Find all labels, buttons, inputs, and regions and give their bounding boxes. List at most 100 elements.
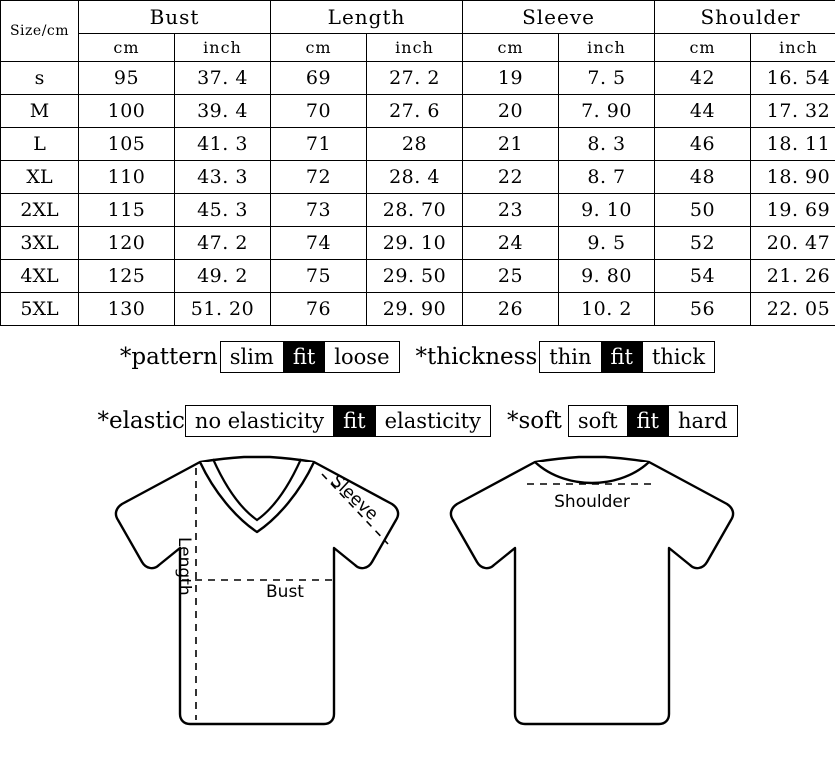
cell-shoulder-inch: 21. 26 [750, 259, 835, 293]
size-label: M [0, 94, 79, 128]
cell-bust-inch: 47. 2 [173, 226, 272, 260]
cell-sleeve-inch: 9. 10 [558, 193, 656, 227]
group-header-sleeve: Sleeve [462, 0, 656, 34]
cell-bust-inch: 43. 3 [173, 160, 272, 194]
option-soft-hard[interactable]: hard [669, 406, 737, 436]
size-label: XL [0, 160, 79, 194]
size-label: L [0, 127, 79, 161]
attribute-label-thickness: *thickness [415, 344, 538, 370]
cell-shoulder-cm: 42 [654, 61, 752, 95]
cell-sleeve-cm: 23 [462, 193, 560, 227]
cell-shoulder-inch: 17. 32 [750, 94, 835, 128]
size-chart-table: Size/cm Bust Length Sleeve Shoulder cm i… [0, 0, 835, 326]
label-length: Length [174, 537, 194, 596]
option-thickness-thick[interactable]: thick [642, 342, 715, 372]
cell-shoulder-inch: 22. 05 [750, 292, 835, 326]
option-pattern-slim[interactable]: slim [220, 342, 284, 372]
cell-length-cm: 74 [270, 226, 368, 260]
unit-header-shoulder-cm: cm [654, 33, 752, 62]
option-elastic-fit[interactable]: fit [334, 406, 376, 436]
cell-bust-cm: 105 [78, 127, 175, 161]
cell-sleeve-cm: 19 [462, 61, 560, 95]
cell-length-inch: 29. 90 [366, 292, 464, 326]
cell-shoulder-inch: 18. 90 [750, 160, 835, 194]
cell-bust-cm: 110 [78, 160, 175, 194]
cell-bust-inch: 51. 20 [173, 292, 272, 326]
size-label: 4XL [0, 259, 79, 293]
cell-shoulder-inch: 16. 54 [750, 61, 835, 95]
cell-length-inch: 28. 70 [366, 193, 464, 227]
cell-shoulder-cm: 46 [654, 127, 752, 161]
cell-shoulder-cm: 54 [654, 259, 752, 293]
cell-length-inch: 29. 50 [366, 259, 464, 293]
unit-header-sleeve-inch: inch [558, 33, 656, 62]
attribute-label-soft: *soft [507, 408, 562, 434]
cell-length-cm: 71 [270, 127, 368, 161]
size-label: 3XL [0, 226, 79, 260]
cell-bust-inch: 49. 2 [173, 259, 272, 293]
cell-bust-inch: 39. 4 [173, 94, 272, 128]
sleeve-measure-line [321, 473, 389, 545]
cell-shoulder-inch: 18. 11 [750, 127, 835, 161]
cell-sleeve-inch: 8. 3 [558, 127, 656, 161]
cell-shoulder-cm: 50 [654, 193, 752, 227]
group-header-shoulder: Shoulder [654, 0, 835, 34]
option-elastic-elasticity[interactable]: elasticity [375, 406, 490, 436]
label-shoulder: Shoulder [554, 492, 630, 512]
table-row: M 100 39. 4 70 27. 6 20 7. 90 44 17. 32 [0, 94, 835, 128]
cell-shoulder-cm: 48 [654, 160, 752, 194]
cell-length-inch: 28 [366, 127, 464, 161]
option-elastic-no-elasticity[interactable]: no elasticity [185, 406, 335, 436]
cell-sleeve-cm: 24 [462, 226, 560, 260]
cell-sleeve-cm: 21 [462, 127, 560, 161]
cell-length-cm: 73 [270, 193, 368, 227]
option-thickness-fit[interactable]: fit [601, 342, 643, 372]
cell-bust-cm: 130 [78, 292, 175, 326]
cell-sleeve-cm: 25 [462, 259, 560, 293]
table-group-header-row: Size/cm Bust Length Sleeve Shoulder [0, 0, 835, 62]
cell-sleeve-inch: 7. 90 [558, 94, 656, 128]
front-shirt-diagram: Length Sleeve Bust [114, 455, 400, 726]
attribute-row-2: *elastic no elasticity fit elasticity *s… [0, 396, 835, 446]
option-thickness-thin[interactable]: thin [540, 342, 602, 372]
cell-bust-cm: 100 [78, 94, 175, 128]
table-row: s 95 37. 4 69 27. 2 19 7. 5 42 16. 54 [0, 61, 835, 95]
table-corner-label: Size/cm [0, 0, 79, 62]
cell-bust-cm: 115 [78, 193, 175, 227]
table-row: 5XL 130 51. 20 76 29. 90 26 10. 2 56 22.… [0, 292, 835, 326]
back-shirt-diagram: Shoulder [449, 455, 735, 726]
front-neckline-outer [198, 461, 316, 534]
unit-header-bust-cm: cm [78, 33, 175, 62]
cell-bust-cm: 95 [78, 61, 175, 95]
group-header-bust: Bust [77, 0, 272, 34]
cell-sleeve-cm: 22 [462, 160, 560, 194]
option-group-soft: soft fit hard [567, 405, 738, 437]
table-row: 3XL 120 47. 2 74 29. 10 24 9. 5 52 20. 4… [0, 226, 835, 260]
option-soft-fit[interactable]: fit [627, 406, 669, 436]
option-group-elastic: no elasticity fit elasticity [184, 405, 491, 437]
cell-sleeve-inch: 9. 80 [558, 259, 656, 293]
cell-shoulder-cm: 44 [654, 94, 752, 128]
cell-sleeve-inch: 9. 5 [558, 226, 656, 260]
table-row: L 105 41. 3 71 28 21 8. 3 46 18. 11 [0, 127, 835, 161]
front-shirt-outline [114, 455, 400, 726]
option-group-pattern: slim fit loose [219, 341, 400, 373]
attribute-label-pattern: *pattern [119, 344, 218, 370]
cell-length-inch: 29. 10 [366, 226, 464, 260]
cell-length-cm: 75 [270, 259, 368, 293]
unit-header-length-inch: inch [366, 33, 464, 62]
size-label: 5XL [0, 292, 79, 326]
cell-shoulder-cm: 56 [654, 292, 752, 326]
cell-sleeve-cm: 20 [462, 94, 560, 128]
table-row: XL 110 43. 3 72 28. 4 22 8. 7 48 18. 90 [0, 160, 835, 194]
back-neckline [534, 461, 650, 485]
cell-length-cm: 70 [270, 94, 368, 128]
cell-shoulder-cm: 52 [654, 226, 752, 260]
option-soft-soft[interactable]: soft [568, 406, 628, 436]
cell-length-inch: 27. 6 [366, 94, 464, 128]
option-pattern-fit[interactable]: fit [283, 342, 326, 372]
size-label: s [0, 61, 79, 95]
attribute-selectors: *pattern slim fit loose *thickness thin … [0, 322, 835, 452]
option-pattern-loose[interactable]: loose [325, 342, 399, 372]
cell-length-inch: 27. 2 [366, 61, 464, 95]
